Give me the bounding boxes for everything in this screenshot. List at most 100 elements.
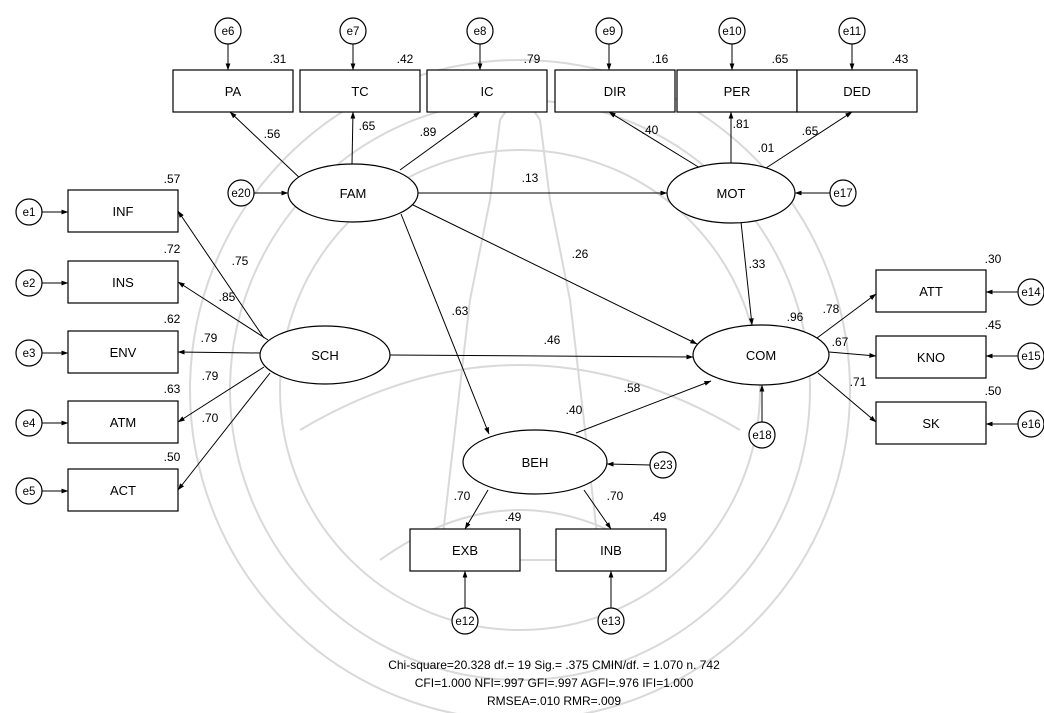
- path-coef-fam-to-com: .26: [572, 247, 589, 261]
- error-circle-e9: [595, 17, 623, 45]
- path-mot-to-dir: [608, 111, 701, 169]
- latent-label-fam: FAM: [340, 186, 367, 201]
- path-beh-to-exb: [464, 489, 489, 530]
- latent-oval-sch: [259, 325, 391, 385]
- error-label-e13: e13: [601, 616, 620, 628]
- latent-label-beh: BEH: [522, 455, 549, 470]
- indicator-box-ic: [426, 69, 548, 113]
- r-squared-mot: .01: [758, 141, 775, 155]
- labels-layer: .56.65.89.40.81.65.13.26.63.33.75.85.79.…: [23, 26, 1042, 628]
- error-label-e4: e4: [23, 418, 36, 430]
- r-squared-beh: .40: [566, 403, 583, 417]
- path-coef-sch-to-com: .46: [544, 333, 561, 347]
- error-label-e11: e11: [843, 26, 861, 38]
- indicator-box-exb: [409, 528, 521, 572]
- error-circle-e1: [15, 198, 43, 226]
- path-coef-fam-to-tc: .65: [359, 119, 376, 133]
- error-label-e9: e9: [603, 26, 616, 38]
- path-coef-sch-to-atm: .79: [202, 369, 219, 383]
- error-circle-e15: [1017, 342, 1044, 370]
- error-label-e17: e17: [833, 188, 852, 200]
- path-com-to-att: [816, 293, 877, 339]
- path-com-to-kno: [828, 351, 877, 358]
- r-squared-act: .50: [164, 450, 181, 464]
- r-squared-kno: .45: [985, 318, 1002, 332]
- indicator-label-exb: EXB: [452, 543, 478, 558]
- error-circle-e23: [649, 451, 677, 479]
- indicator-label-kno: KNO: [917, 350, 945, 365]
- latent-oval-mot: [666, 162, 796, 224]
- path-coef-fam-to-beh: .63: [452, 304, 469, 318]
- error-label-e5: e5: [23, 486, 36, 498]
- path-coef-beh-to-inb: .70: [607, 489, 624, 503]
- error-label-e16: e16: [1021, 419, 1040, 431]
- error-circle-e20: [227, 179, 255, 207]
- error-label-e12: e12: [455, 616, 474, 628]
- error-circle-e16: [1017, 410, 1044, 438]
- latent-label-sch: SCH: [311, 348, 338, 363]
- indicator-box-inb: [555, 528, 667, 572]
- error-circle-e11: [838, 17, 866, 45]
- latent-oval-beh: [462, 429, 608, 495]
- indicator-box-pa: [172, 69, 294, 113]
- error-label-e10: e10: [722, 26, 741, 38]
- path-beh-to-inb: [583, 489, 612, 530]
- fit-line-3: RMSEA=.010 RMR=.009: [487, 694, 621, 708]
- path-sch-to-act: [177, 372, 271, 491]
- path-sch-to-com: [389, 354, 694, 360]
- r-squared-atm: .63: [164, 382, 181, 396]
- path-coef-com-to-att: .78: [823, 302, 840, 316]
- indicator-label-atm: ATM: [110, 415, 136, 430]
- r-squared-ded: .43: [892, 52, 909, 66]
- error-circle-e17: [829, 179, 857, 207]
- error-label-e20: e20: [231, 188, 250, 200]
- error-label-e23: e23: [653, 460, 672, 472]
- r-squared-att: .30: [985, 252, 1002, 266]
- r-squared-pa: .31: [270, 52, 287, 66]
- indicator-box-atm: [67, 400, 179, 444]
- path-sch-to-inf: [177, 210, 265, 339]
- path-fam-to-pa: [229, 111, 304, 182]
- latent-label-mot: MOT: [717, 186, 746, 201]
- path-fam-to-com: [410, 203, 698, 345]
- indicator-box-act: [67, 468, 179, 512]
- path-coef-com-to-kno: .67: [832, 335, 849, 349]
- error-circle-e14: [1017, 278, 1044, 306]
- indicator-box-inf: [67, 189, 179, 233]
- path-com-to-sk: [817, 372, 877, 423]
- error-label-e18: e18: [752, 430, 771, 442]
- path-coef-beh-to-com: .58: [624, 381, 641, 395]
- indicator-box-env: [67, 330, 179, 374]
- nodes-layer: [67, 69, 987, 572]
- r-squared-inf: .57: [164, 172, 181, 186]
- indicator-label-tc: TC: [351, 84, 368, 99]
- path-fam-to-beh: [400, 213, 490, 435]
- indicator-label-act: ACT: [110, 483, 136, 498]
- path-coef-mot-to-per: .81: [733, 117, 750, 131]
- latent-oval-fam: [287, 163, 419, 223]
- indicator-label-inf: INF: [113, 204, 134, 219]
- error-circle-e18: [748, 421, 776, 449]
- indicator-label-dir: DIR: [604, 84, 626, 99]
- errors-layer: [15, 17, 1044, 635]
- r-squared-sk: .50: [985, 384, 1002, 398]
- indicator-label-sk: SK: [922, 416, 940, 431]
- r-squared-tc: .42: [397, 52, 414, 66]
- r-squared-per: .65: [772, 52, 789, 66]
- path-coef-fam-to-pa: .56: [264, 127, 281, 141]
- error-circle-e5: [15, 477, 43, 505]
- path-sch-to-env: [177, 349, 261, 355]
- path-coef-sch-to-ins: .85: [219, 290, 236, 304]
- r-squared-ins: .72: [164, 242, 181, 256]
- r-squared-com: .96: [787, 310, 804, 324]
- path-sch-to-atm: [177, 366, 265, 423]
- indicator-label-ins: INS: [112, 275, 134, 290]
- latent-oval-com: [692, 324, 830, 386]
- error-circle-e2: [15, 269, 43, 297]
- path-mot-to-com: [740, 221, 754, 326]
- university-seal-watermark: [189, 59, 851, 713]
- indicator-label-pa: PA: [225, 84, 242, 99]
- path-coef-mot-to-ded: .65: [802, 124, 819, 138]
- error-path-e23: [606, 461, 651, 467]
